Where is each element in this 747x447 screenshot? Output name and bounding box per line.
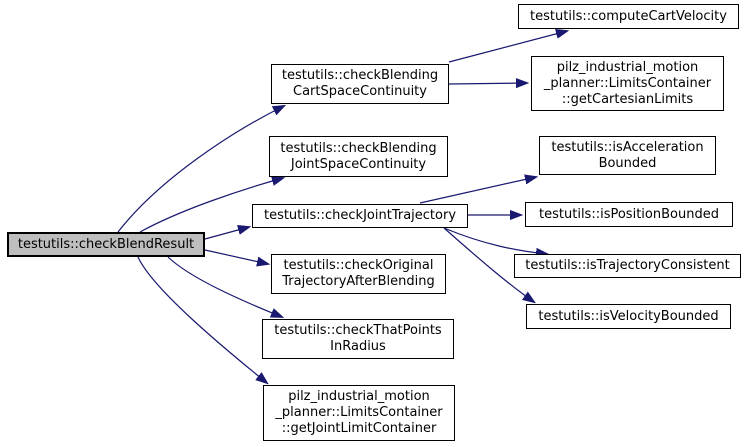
edge-jointtrajectory-to-istrajectoryconsistent: [443, 227, 547, 254]
node-compute-cart-velocity[interactable]: testutils::computeCartVelocity: [518, 4, 739, 29]
edge-blendresult-to-jointspacecontinuity: [139, 178, 283, 233]
node-is-acceleration-bounded[interactable]: testutils::isAcceleration Bounded: [539, 136, 716, 175]
edge-blendresult-to-checkoriginal: [204, 249, 268, 264]
node-check-that-points-in-radius[interactable]: testutils::checkThatPoints InRadius: [262, 319, 454, 359]
edge-jointtrajectory-to-isaccelerationbounded: [419, 177, 536, 204]
node-check-blending-cart-space-continuity[interactable]: testutils::checkBlending CartSpaceContin…: [271, 64, 449, 104]
edge-cartspace-to-getcartesianlimits: [448, 83, 527, 84]
node-get-cartesian-limits[interactable]: pilz_industrial_motion _planner::LimitsC…: [531, 56, 724, 111]
edge-blendresult-to-checkjointtrajectory: [204, 227, 249, 240]
node-check-blending-joint-space-continuity[interactable]: testutils::checkBlending JointSpaceConti…: [269, 136, 448, 177]
node-check-original-trajectory-after-blending[interactable]: testutils::checkOriginal TrajectoryAfter…: [271, 254, 446, 294]
node-is-trajectory-consistent[interactable]: testutils::isTrajectoryConsistent: [514, 254, 741, 278]
edge-blendresult-to-cartspacecontinuity: [117, 106, 284, 233]
node-check-blend-result: testutils::checkBlendResult: [7, 232, 205, 257]
node-get-joint-limit-container[interactable]: pilz_industrial_motion _planner::LimitsC…: [263, 385, 455, 441]
edge-cartspace-to-computecartvelocity: [448, 31, 567, 63]
edge-jointtrajectory-to-isvelocitybounded: [443, 227, 534, 302]
node-is-position-bounded[interactable]: testutils::isPositionBounded: [525, 202, 733, 227]
edge-blendresult-to-getjointlimitcontainer: [137, 256, 267, 383]
node-is-velocity-bounded[interactable]: testutils::isVelocityBounded: [526, 304, 731, 329]
edge-blendresult-to-checkthatpoints: [167, 256, 282, 317]
node-check-joint-trajectory[interactable]: testutils::checkJointTrajectory: [252, 204, 468, 228]
